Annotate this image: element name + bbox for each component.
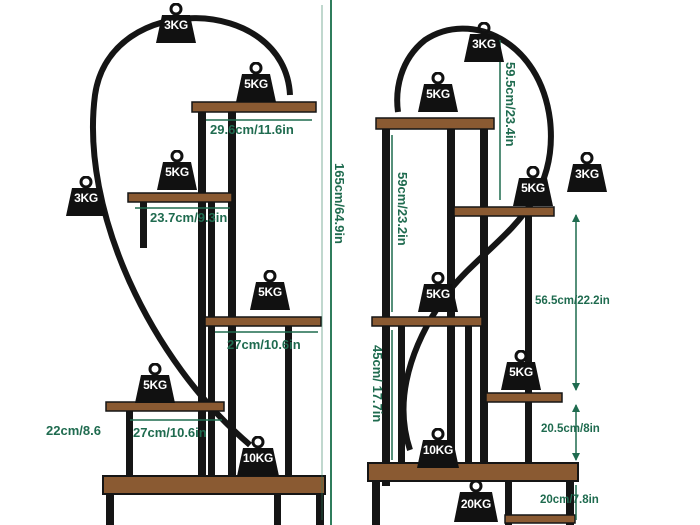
weight-icon: 5KG [511,166,555,206]
weight-label: 3KG [575,167,599,181]
left-stand-arc [89,15,293,448]
weight-label: 20KG [460,497,492,511]
weight-icon: 10KG [235,436,281,476]
dimension-label: 23.7cm/9.3in [150,210,228,225]
weight-icon: 20KG [452,480,500,522]
weight-icon: 10KG [415,428,461,468]
right-post-5 [525,210,532,470]
weight-label: 10KG [242,451,274,465]
left-post-1 [198,108,206,478]
right-shelf-4 [485,392,563,403]
dimension-label: 59cm/23.2in [395,172,410,246]
left-shelf-2 [127,192,233,203]
weight-icon: 3KG [565,152,609,192]
arrow-d9-top [572,214,580,222]
weight-label: 10KG [422,443,454,457]
right-base-bottom [504,514,576,524]
weight-label: 5KG [143,378,167,392]
dimension-label: 22cm/8.6 [46,423,101,438]
left-shelf-1 [191,101,317,113]
right-shelf-3 [371,316,483,327]
dimension-label: 20.5cm/8in [541,423,600,435]
left-post-3 [208,195,215,485]
weight-label: 5KG [258,285,282,299]
left-base-leg-3 [274,494,281,525]
weight-label: 5KG [426,87,450,101]
dimension-label-height: 165cm/64.9in [332,163,347,244]
left-base-leg-1 [106,494,114,525]
left-shelf-3 [204,316,322,327]
right-base-leg-3 [505,481,512,525]
dimension-label: 20cm/7.8in [540,494,599,506]
weight-icon: 5KG [248,270,292,310]
left-plant-stand [89,5,326,525]
dimension-label: 59.5cm/23.4in [503,62,518,147]
weight-icon: 3KG [64,176,108,216]
weight-label: 5KG [165,165,189,179]
arrow-d9-bottom [572,383,580,391]
right-shelf-2 [453,206,555,217]
right-stand-arc [394,25,554,451]
arrow-d10-bottom [572,453,580,461]
weight-label: 5KG [509,365,533,379]
dimension-label: 45cm/ 17.7in [370,345,385,423]
left-base-leg-2 [316,494,324,525]
weight-label: 5KG [244,77,268,91]
left-base-shelf [102,475,326,495]
right-base-leg-1 [372,481,380,525]
dimension-label: 27cm/10.6in [133,425,207,440]
weight-label: 5KG [521,181,545,195]
right-base-shelf [367,462,579,482]
weight-icon: 5KG [155,150,199,190]
left-post-5 [126,405,133,485]
weight-icon: 5KG [133,363,177,403]
dimension-label: 29.6cm/11.6in [210,122,294,137]
right-post-6 [465,320,472,470]
left-post-4 [285,320,292,480]
right-post-3 [480,126,488,476]
weight-icon: 5KG [416,272,460,312]
right-shelf-1 [375,117,495,130]
weight-icon: 3KG [462,22,506,62]
weight-icon: 5KG [234,62,278,102]
dimension-label: 56.5cm/22.2in [535,295,610,307]
dimension-label: 27cm/10.6in [227,337,301,352]
weight-icon: 3KG [154,3,198,43]
weight-label: 3KG [74,191,98,205]
weight-label: 3KG [164,18,188,32]
weight-icon: 5KG [416,72,460,112]
right-post-4 [398,320,405,470]
right-plant-stand [367,25,580,525]
right-post-1 [382,126,390,486]
left-post-2 [228,108,236,478]
weight-label: 5KG [426,287,450,301]
arrow-d10-top [572,404,580,412]
left-post-6 [140,198,147,248]
weight-icon: 5KG [499,350,543,390]
left-shelf-4 [105,401,225,412]
right-base-leg-2 [566,481,574,525]
weight-label: 3KG [472,37,496,51]
